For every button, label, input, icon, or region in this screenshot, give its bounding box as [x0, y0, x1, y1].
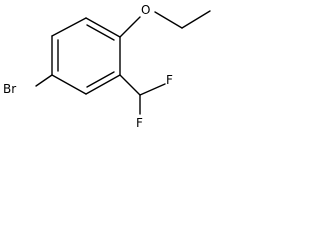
ring-double-bond-inner-bottom-right [86, 71, 115, 88]
bromine-label: Br [3, 82, 16, 96]
ring-bond-top-left [51, 17, 87, 37]
fluorine-upper-label: F [166, 73, 173, 87]
bond-ring-to-chf2 [119, 74, 141, 96]
oxygen-label: O [141, 3, 150, 17]
bond-ch2-to-ch3 [181, 10, 211, 29]
fluorine-lower-label: F [136, 116, 143, 130]
ring-double-bond-inner-top-right [86, 24, 115, 41]
bond-ring-to-oxygen [119, 16, 141, 38]
molecule-structure-diagram: Br O F F [3, 3, 211, 130]
bond-ring-to-bromine [35, 74, 53, 87]
ring-bond-bottom-left [51, 74, 87, 95]
ring-bond-bottom-right [85, 74, 121, 95]
bond-oxygen-to-ch2 [154, 11, 183, 29]
ring-bond-top-right [85, 17, 121, 38]
benzene-ring [51, 17, 121, 95]
bond-chf2-to-fluorine-upper [139, 83, 166, 96]
